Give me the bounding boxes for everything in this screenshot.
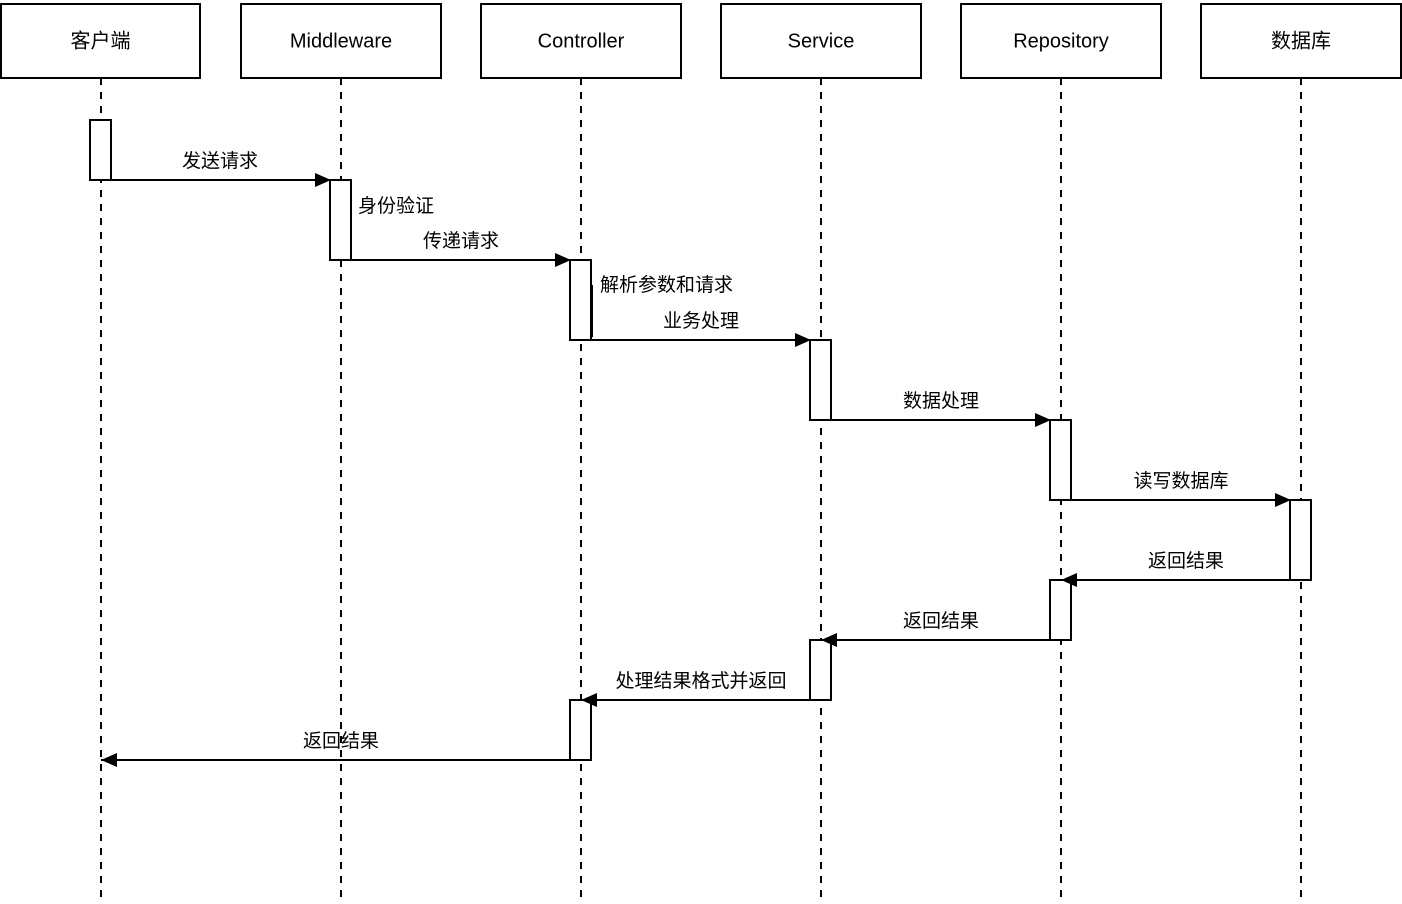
- message-label-m6: 数据处理: [903, 390, 979, 412]
- message-m7[interactable]: [1061, 493, 1291, 507]
- participant-middleware[interactable]: Middleware: [240, 3, 442, 79]
- participants-layer: 客户端 Middleware Controller Service Repository…: [0, 3, 1402, 79]
- lifelines-layer: [100, 78, 1302, 900]
- message-m9[interactable]: [821, 633, 1051, 647]
- participant-repository[interactable]: Repository: [960, 3, 1162, 79]
- message-m3[interactable]: [341, 253, 571, 267]
- message-labels-layer: 发送请求身份验证传递请求解析参数和请求业务处理数据处理读写数据库返回结果返回结果…: [182, 150, 1229, 752]
- message-label-m11: 返回结果: [303, 730, 379, 752]
- arrowhead-icon-m5: [795, 333, 811, 347]
- participant-box-controller: [480, 3, 682, 79]
- participant-box-service: [720, 3, 922, 79]
- activations-layer: [89, 119, 1312, 761]
- arrowhead-icon-m1: [315, 173, 331, 187]
- message-label-m10: 处理结果格式并返回: [615, 670, 786, 692]
- activation-bar-service: [809, 639, 832, 701]
- activation-bar-service: [809, 339, 832, 421]
- message-m10[interactable]: [581, 693, 811, 707]
- activation-bar-controller: [569, 259, 592, 341]
- arrowhead-icon-m11: [101, 753, 117, 767]
- arrowhead-icon-m3: [555, 253, 571, 267]
- participant-label-database: 数据库: [1271, 29, 1331, 52]
- arrowhead-icon-m10: [581, 693, 597, 707]
- message-m5[interactable]: [581, 333, 811, 347]
- message-m8[interactable]: [1061, 573, 1291, 587]
- arrowhead-icon-m8: [1061, 573, 1077, 587]
- activation-bar-repository: [1049, 419, 1072, 501]
- message-label-m1: 发送请求: [182, 150, 258, 172]
- message-label-m5: 业务处理: [663, 310, 739, 332]
- participant-label-service: Service: [788, 30, 855, 52]
- messages-layer: [101, 173, 1291, 767]
- message-m6[interactable]: [821, 413, 1051, 427]
- arrowhead-icon-m7: [1275, 493, 1291, 507]
- activation-bar-client: [89, 119, 112, 181]
- message-label-m9: 返回结果: [903, 610, 979, 632]
- message-label-m2: 身份验证: [358, 195, 434, 217]
- arrowhead-icon-m9: [821, 633, 837, 647]
- participant-label-controller: Controller: [538, 30, 625, 52]
- participant-box-middleware: [240, 3, 442, 79]
- participant-client[interactable]: 客户端: [0, 3, 201, 79]
- message-label-m4: 解析参数和请求: [600, 274, 733, 296]
- participant-label-repository: Repository: [1013, 30, 1109, 52]
- message-m1[interactable]: [101, 173, 331, 187]
- participant-box-client: [0, 3, 201, 79]
- message-m11[interactable]: [101, 753, 571, 767]
- participant-label-client: 客户端: [71, 29, 131, 52]
- participant-controller[interactable]: Controller: [480, 3, 682, 79]
- participant-box-database: [1200, 3, 1402, 79]
- participant-service[interactable]: Service: [720, 3, 922, 79]
- activation-bar-middleware: [329, 179, 352, 261]
- message-label-m8: 返回结果: [1148, 550, 1224, 572]
- message-label-m3: 传递请求: [423, 230, 499, 252]
- message-label-m7: 读写数据库: [1133, 470, 1228, 492]
- activation-bar-database: [1289, 499, 1312, 581]
- participant-database[interactable]: 数据库: [1200, 3, 1402, 79]
- activation-bar-repository: [1049, 579, 1072, 641]
- arrowhead-icon-m6: [1035, 413, 1051, 427]
- activation-bar-controller: [569, 699, 592, 761]
- participant-box-repository: [960, 3, 1162, 79]
- participant-label-middleware: Middleware: [290, 30, 392, 52]
